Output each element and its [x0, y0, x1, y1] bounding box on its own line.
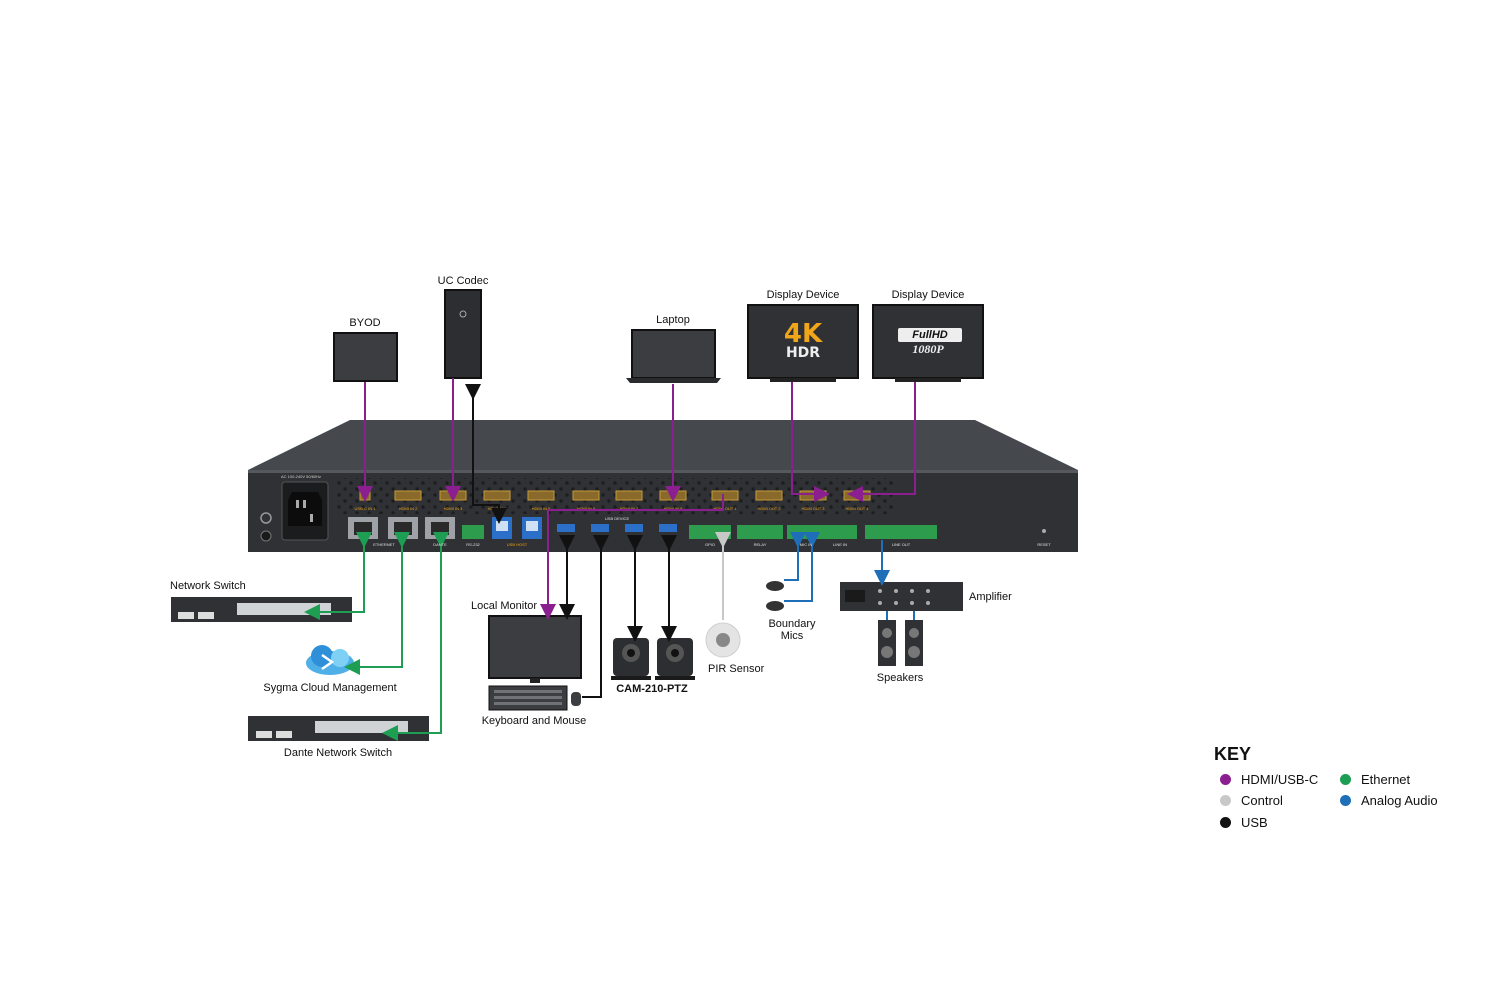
network-switch — [171, 597, 352, 622]
camera-label: CAM-210-PTZ — [616, 683, 688, 695]
legend-item: HDMI/USB-C — [1220, 772, 1318, 787]
amplifier-label: Amplifier — [969, 591, 1012, 603]
display-1080p-badge: 1080P — [912, 342, 944, 356]
speakers — [878, 620, 923, 666]
keyboard-and-mouse — [488, 685, 581, 711]
hdmi-port-label: HDMI OUT 1 — [713, 506, 737, 511]
reset-label: RESET — [1037, 542, 1051, 547]
hdmi-port-label: HDMI OUT 2 — [757, 506, 781, 511]
ptz-camera-1 — [611, 638, 651, 680]
legend-item: Ethernet — [1340, 772, 1410, 787]
ptz-camera-2 — [655, 638, 695, 680]
hdmi-port-label: HDMI OUT 3 — [801, 506, 825, 511]
legend-item: Analog Audio — [1340, 793, 1438, 808]
legend-item: Control — [1220, 793, 1283, 808]
keyboard-mouse-label: Keyboard and Mouse — [481, 715, 587, 727]
legend-label: HDMI/USB-C — [1241, 772, 1319, 787]
hdmi-port-label: HDMI OUT 4 — [845, 506, 869, 511]
network-switch-label: Network Switch — [170, 580, 246, 592]
dante-port-label: DANTE — [433, 542, 447, 547]
laptop-device — [626, 329, 721, 383]
hdmi-port-10: HDMI OUT 2 — [755, 490, 783, 511]
boundary-mics — [766, 581, 784, 611]
line-out-label: LINE OUT — [891, 542, 911, 547]
display-device-2-label: Display Device — [891, 289, 965, 301]
cloud-label: Sygma Cloud Management — [263, 682, 397, 694]
usb-device-label: USB DEVICE — [604, 516, 630, 521]
hdmi-connections — [357, 378, 916, 620]
legend-swatch — [1340, 774, 1351, 785]
uc-codec-label: UC Codec — [437, 275, 489, 287]
line-in-label: LINE IN — [832, 542, 848, 547]
hdmi-port-2: HDMI IN 2 — [394, 490, 422, 511]
dante-switch-label: Dante Network Switch — [283, 747, 393, 759]
local-monitor-label: Local Monitor — [471, 600, 538, 612]
hdmi-port-label: HDMI IN 8 — [664, 506, 683, 511]
display-fullhd-badge: FullHD — [912, 329, 948, 341]
hdmi-port-7: HDMI IN 7 — [615, 490, 643, 511]
display-device-4k — [747, 304, 859, 382]
hdmi-port-6: HDMI IN 6 — [572, 490, 600, 511]
local-monitor — [488, 615, 582, 683]
audio-connections — [784, 532, 915, 620]
boundary-mics-label: Boundary Mics — [768, 618, 816, 642]
hdmi-port-label: HDMI IN 6 — [577, 506, 596, 511]
legend-label: Ethernet — [1361, 772, 1411, 787]
display-device-fullhd — [872, 304, 984, 382]
hdmi-port-label: USB-C IN 1 — [355, 506, 377, 511]
ethernet-port-label: ETHERNET — [373, 542, 395, 547]
display-4k-badge: 4K — [783, 319, 823, 349]
byod-label: BYOD — [349, 317, 381, 329]
display-hdr-badge: HDR — [785, 345, 821, 361]
hdmi-port-label: HDMI IN 4 — [488, 506, 507, 511]
hdmi-port-9: HDMI OUT 1 — [711, 490, 739, 511]
gpio-label: GPIO — [704, 542, 716, 547]
legend-swatch — [1220, 817, 1231, 828]
dante-network-switch — [248, 716, 429, 741]
pir-sensor-label: PIR Sensor — [708, 663, 765, 675]
speakers-label: Speakers — [876, 672, 924, 684]
amplifier — [840, 582, 963, 611]
pir-sensor — [705, 622, 741, 658]
usb-connections — [465, 384, 677, 698]
av-switcher-chassis — [248, 420, 1078, 552]
power-inlet-label: AC 100-240V 50/60Hz — [281, 474, 322, 479]
legend-title: KEY — [1214, 744, 1252, 764]
legend-item: USB — [1220, 815, 1268, 830]
usb-host-label: USB HOST — [506, 542, 528, 547]
ethernet-connections — [304, 532, 449, 741]
rs232-port-label: RS-232 — [466, 542, 480, 547]
byod-device — [333, 332, 398, 382]
display-device-1-label: Display Device — [766, 289, 840, 301]
mic-in-label: MIC IN — [799, 542, 813, 547]
hdmi-port-5: HDMI IN 5 — [527, 490, 555, 511]
legend-swatch — [1340, 795, 1351, 806]
hdmi-port-label: HDMI IN 3 — [444, 506, 463, 511]
legend-swatch — [1220, 774, 1231, 785]
legend-label: Analog Audio — [1361, 793, 1438, 808]
legend-swatch — [1220, 795, 1231, 806]
hdmi-port-label: HDMI IN 5 — [532, 506, 551, 511]
relay-label: RELAY — [753, 542, 767, 547]
sygma-cloud-logo — [306, 645, 354, 675]
legend-label: Control — [1241, 793, 1283, 808]
legend-label: USB — [1241, 815, 1268, 830]
hdmi-port-label: HDMI IN 2 — [399, 506, 418, 511]
hdmi-port-label: HDMI IN 7 — [620, 506, 639, 511]
laptop-label: Laptop — [656, 314, 690, 326]
uc-codec-tower — [444, 289, 482, 379]
